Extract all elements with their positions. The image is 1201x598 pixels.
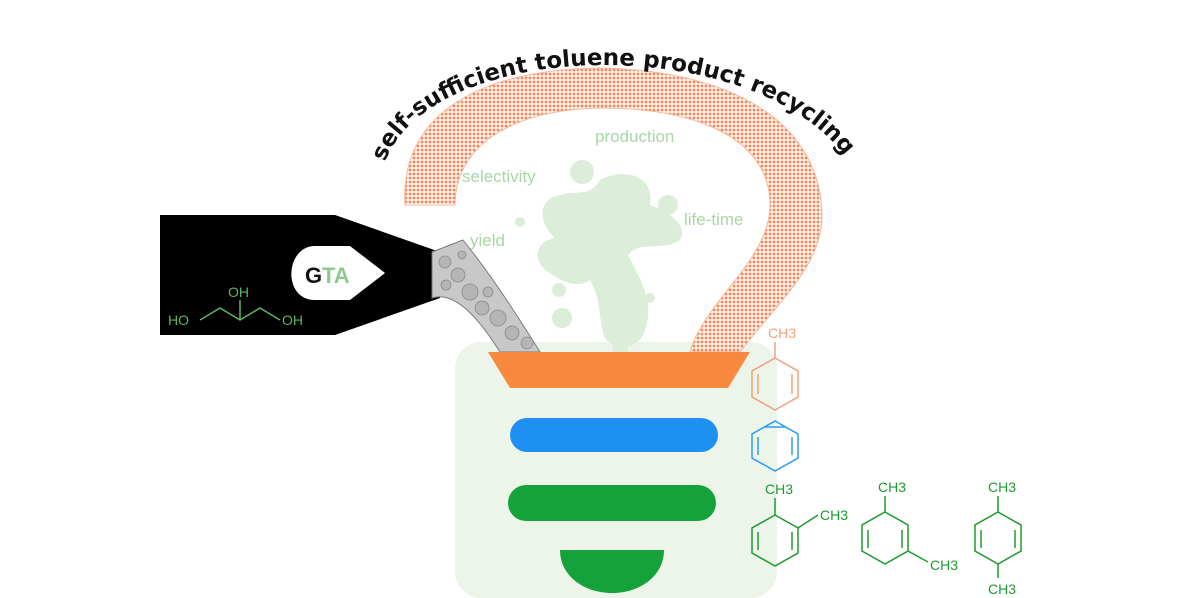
keyword-selectivity: selectivity — [462, 167, 536, 186]
m-xylene-structure — [861, 496, 929, 565]
toluene-structure — [751, 342, 799, 411]
keyword-production: production — [595, 127, 674, 146]
bulb-base — [455, 342, 777, 598]
keyword-yield: yield — [470, 231, 505, 250]
bulb-tip — [560, 550, 664, 593]
reactor-label-g: G — [305, 263, 322, 288]
reactor-nozzle-icon — [160, 215, 440, 335]
o-xylene-ch3-side: CH3 — [820, 507, 848, 523]
m-xylene-ch3-top: CH3 — [878, 479, 906, 495]
splash-icon — [515, 160, 683, 358]
m-xylene-ch3-bottom: CH3 — [930, 557, 958, 573]
glycerol-oh-right: OH — [282, 312, 303, 328]
glycerol-structure — [199, 300, 281, 321]
benzene-ring-icon — [751, 420, 799, 472]
o-xylene-ch3-top: CH3 — [765, 481, 793, 497]
p-xylene-structure — [974, 496, 1022, 578]
p-xylene-ch3-top: CH3 — [988, 479, 1016, 495]
reactor-label-ta: TA — [322, 263, 350, 288]
benzene-band — [510, 418, 718, 452]
bulb-glass-arc — [404, 67, 823, 353]
p-xylene-ch3-bottom: CH3 — [988, 581, 1016, 597]
catalyst-bed — [431, 239, 541, 353]
keyword-life-time: life-time — [684, 210, 744, 229]
o-xylene-structure — [751, 498, 819, 567]
glycerol-ho-left: HO — [168, 312, 189, 328]
xylene-band — [508, 485, 716, 521]
glycerol-oh-top: OH — [228, 284, 249, 300]
toluene-band — [488, 352, 750, 388]
toluene-ch3: CH3 — [768, 325, 796, 341]
